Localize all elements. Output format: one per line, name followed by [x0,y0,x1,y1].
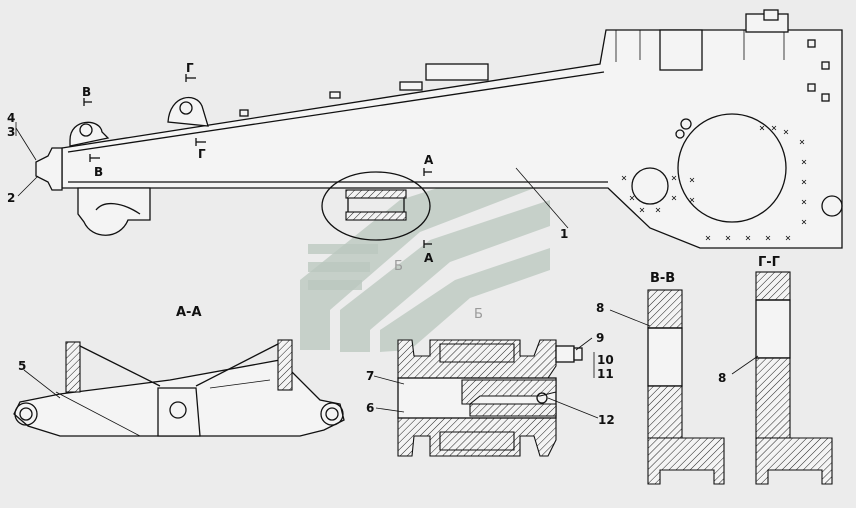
title-section-aa: А-А [176,305,202,320]
callout-12: 12 [598,413,615,427]
callout-8-vv: 8 [596,301,604,315]
leaders-detail [373,337,599,419]
detail-b-circle [321,171,431,241]
tail-top-fittings [615,9,789,71]
watermark-logo [300,152,550,352]
callout-8-gg: 8 [718,371,726,385]
callout-5: 5 [18,359,26,373]
mark-a-bottom: А [424,251,434,265]
boom-body [61,29,843,249]
section-vv-view [647,289,725,485]
callout-9: 9 [596,331,604,345]
section-mark-labels: В В Г Г А А Б [82,61,434,274]
callout-labels: 4 3 2 1 5 6 7 8 8 9 10 11 12 [7,111,726,427]
mark-g-bottom: Г [198,147,206,161]
title-detail-b: Б [474,307,483,322]
tail-small-bore [631,167,669,205]
mark-v-bottom: В [94,165,103,179]
section-gg-view [755,271,833,485]
callout-2: 2 [7,191,15,205]
boom-tip [35,147,63,191]
callout-3: 3 [7,125,15,139]
tail-main-bore [677,113,787,223]
mark-g-top: Г [186,61,194,75]
callout-6: 6 [366,401,374,415]
bolt-marks [621,125,807,241]
boom-main-view [35,9,843,249]
section-aa-view [13,339,345,437]
title-section-gg: Г-Г [758,255,780,270]
callout-10: 10 [597,353,614,367]
section-titles: А-А В-В Г-Г Б [176,255,780,322]
tip-ear [69,121,110,147]
callout-11: 11 [597,367,614,381]
section-markers [83,74,432,248]
mark-a-top: А [424,153,434,167]
lifting-lug [167,97,209,127]
leaders-main [15,122,569,229]
callout-1: 1 [560,227,568,241]
callout-7: 7 [366,369,374,383]
callout-4: 4 [7,111,15,125]
detail-b-view [397,339,583,457]
title-section-vv: В-В [650,271,675,286]
mark-b-detail: Б [394,259,403,274]
mark-v-top: В [82,85,91,99]
hook-bracket [77,187,151,236]
